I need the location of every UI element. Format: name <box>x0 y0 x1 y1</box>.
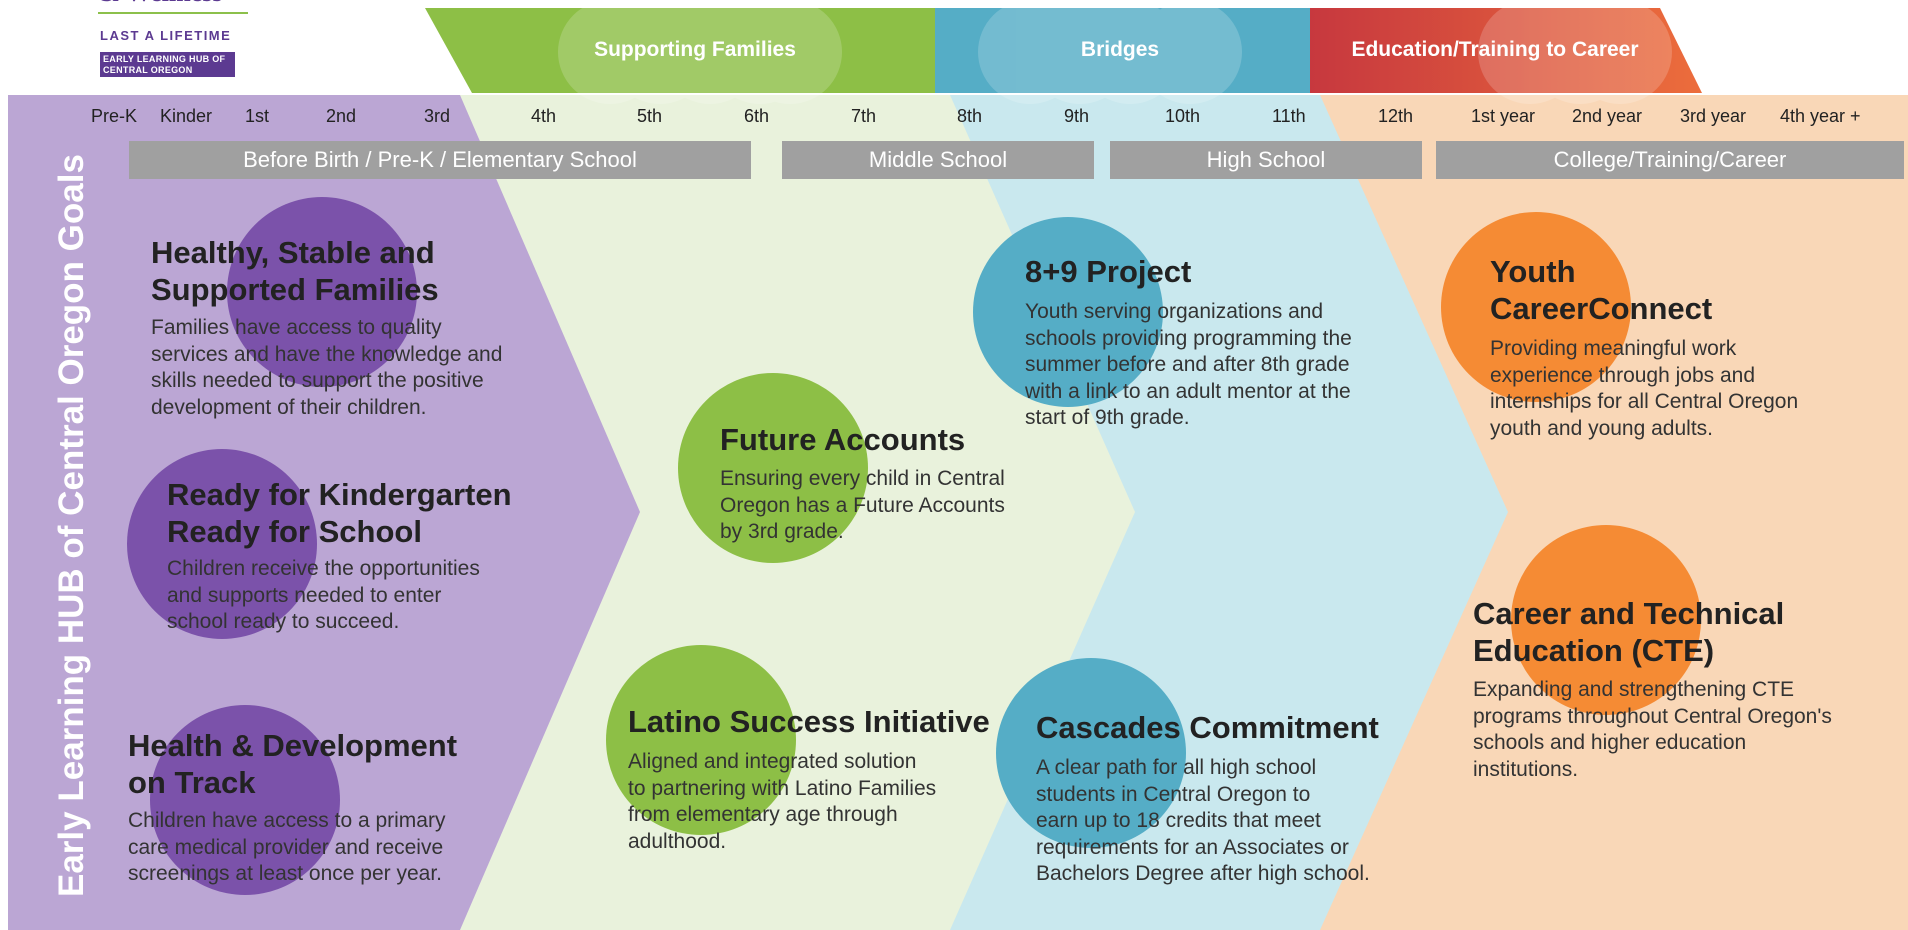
stage-bar-high-school: High School <box>1110 141 1422 179</box>
grade-label: 11th <box>1272 106 1306 126</box>
stage-bar-elementary: Before Birth / Pre-K / Elementary School <box>129 141 751 179</box>
grade-label: 2nd <box>326 106 357 126</box>
goal-title-youth-careerconnect: Youth CareerConnect <box>1490 254 1713 326</box>
purple-chevron-band <box>8 95 640 930</box>
banner-circles <box>558 0 1672 104</box>
grade-label: 3rd <box>424 106 451 126</box>
grade-label: Kinder <box>160 106 213 126</box>
grade-label: 3rd year <box>1680 106 1747 126</box>
grade-label: 12th <box>1378 106 1414 126</box>
goal-circle-healthy-families <box>227 197 417 387</box>
goal-circle-latino-success <box>606 645 796 835</box>
bridges-band <box>935 8 1310 93</box>
goal-circle-health-development <box>150 705 340 895</box>
goal-title-latino-success: Latino Success Initiative <box>628 704 990 739</box>
logo-brand-text: & Wellness <box>98 0 222 8</box>
stage-bar-college-career: College/Training/Career <box>1436 141 1904 179</box>
goal-desc-latino-success: Aligned and integrated solution to partn… <box>628 750 937 853</box>
grade-label: 7th <box>851 106 877 126</box>
goal-title-healthy-families: Healthy, Stable and Supported Families <box>151 235 439 307</box>
grade-label: 2nd year <box>1572 106 1643 126</box>
goal-circle-cascades <box>996 658 1186 848</box>
goal-circle-8-9-project <box>973 217 1163 407</box>
goal-desc-cascades: A clear path for all high school student… <box>1036 756 1370 885</box>
grade-label: 1st year <box>1471 106 1536 126</box>
grade-label: 6th <box>744 106 770 126</box>
grade-label: 1st <box>245 106 270 126</box>
education-band <box>1310 8 1702 93</box>
stage-bar-middle-school: Middle School <box>782 141 1094 179</box>
goal-title-8-9-project: 8+9 Project <box>1025 254 1192 289</box>
band-label-education: Education/Training to Career <box>1351 38 1639 61</box>
grade-label: 8th <box>957 106 983 126</box>
grade-label: Pre-K <box>91 106 138 126</box>
grade-label: 4th <box>531 106 557 126</box>
goal-desc-future-accounts: Ensuring every child in Central Oregon h… <box>720 467 1005 543</box>
goal-title-cte: Career and Technical Education (CTE) <box>1473 596 1785 668</box>
goal-circle-youth-careerconnect <box>1441 212 1631 402</box>
goal-circle-ready-kindergarten <box>127 449 317 639</box>
goal-desc-youth-careerconnect: Providing meaningful work experience thr… <box>1490 337 1799 440</box>
grade-label: 9th <box>1064 106 1090 126</box>
grade-label: 10th <box>1165 106 1201 126</box>
goal-title-health-development: Health & Development on Track <box>128 728 458 800</box>
grade-label: 4th year + <box>1780 106 1861 126</box>
grade-label: 5th <box>637 106 663 126</box>
logo-tagline: LAST A LIFETIME <box>100 28 232 43</box>
goal-desc-ready-kindergarten: Children receive the opportunities and s… <box>167 557 480 633</box>
logo-rule <box>98 12 248 14</box>
goal-circle-future-accounts <box>678 373 868 563</box>
supporting-families-band <box>425 8 935 93</box>
band-label-bridges: Bridges <box>1080 38 1160 61</box>
goal-circle-cte <box>1511 525 1701 715</box>
goal-desc-cte: Expanding and strengthening CTE programs… <box>1473 678 1832 781</box>
vertical-title: Early Learning HUB of Central Oregon Goa… <box>52 154 91 897</box>
goal-desc-healthy-families: Families have access to quality services… <box>151 316 503 419</box>
goal-title-cascades: Cascades Commitment <box>1036 710 1379 745</box>
band-label-supporting-families: Supporting Families <box>594 38 796 61</box>
goal-desc-8-9-project: Youth serving organizations and schools … <box>1025 300 1352 429</box>
goal-title-future-accounts: Future Accounts <box>720 422 966 457</box>
goal-desc-health-development: Children have access to a primary care m… <box>128 809 446 885</box>
goal-title-ready-kindergarten: Ready for Kindergarten Ready for School <box>167 477 512 549</box>
logo-hub-box: EARLY LEARNING HUB OF CENTRAL OREGON <box>100 52 235 77</box>
